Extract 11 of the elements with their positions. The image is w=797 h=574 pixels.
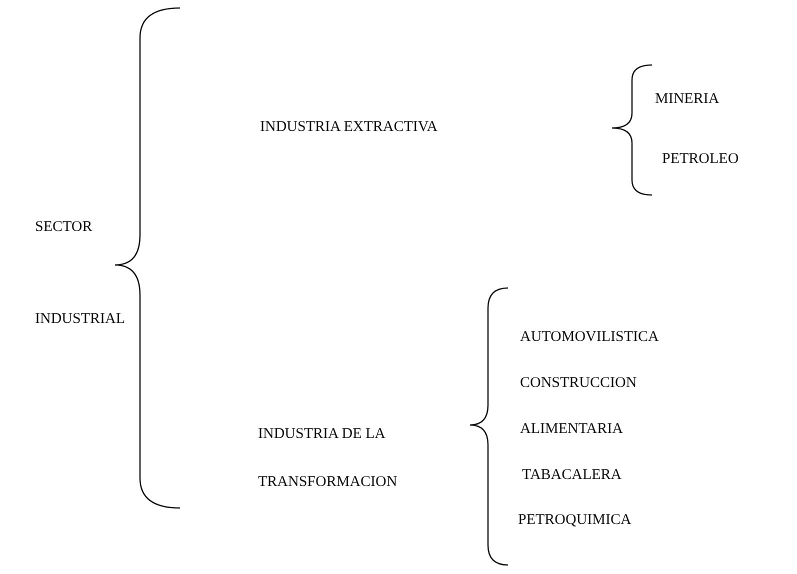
category-label: INDUSTRIA EXTRACTIVA: [260, 118, 438, 136]
category-label: PETROQUIMICA: [518, 511, 632, 529]
category-label: MINERIA: [655, 90, 720, 108]
category-label: ALIMENTARIA: [520, 420, 623, 438]
category-label: INDUSTRIAL: [35, 310, 125, 328]
category-label: INDUSTRIA DE LA TRANSFORMACION: [258, 425, 398, 492]
category-label: AUTOMOVILISTICA: [520, 328, 659, 346]
category-label: CONSTRUCCION: [520, 374, 637, 392]
category-label: TABACALERA: [522, 466, 622, 484]
category-label: SECTOR: [35, 218, 92, 236]
category-label: PETROLEO: [662, 150, 739, 168]
